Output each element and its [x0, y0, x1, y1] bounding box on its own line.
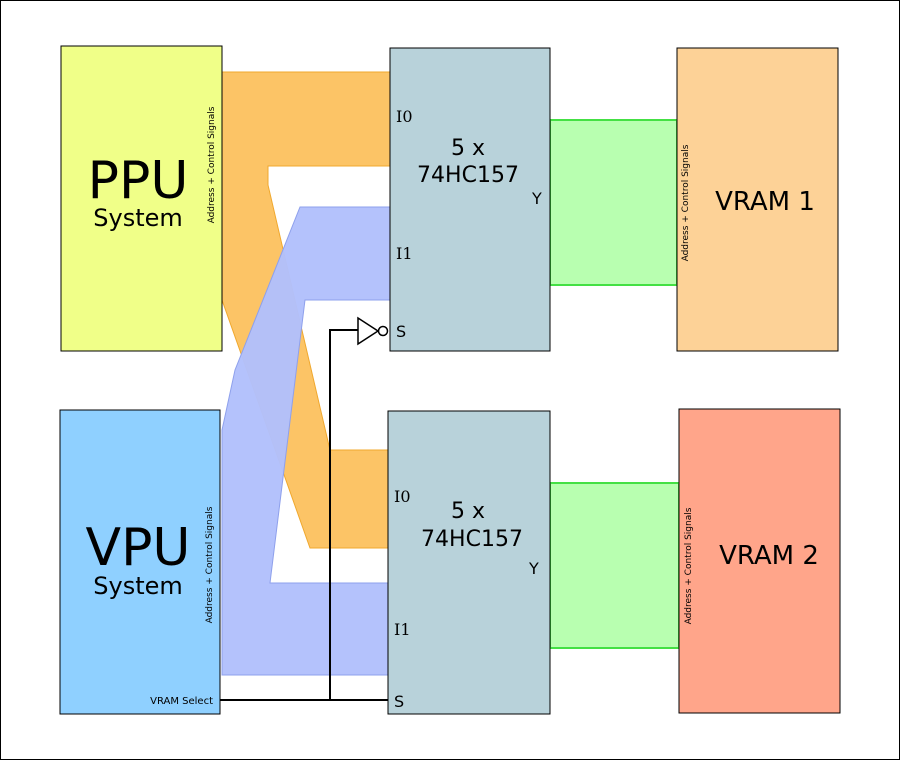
vram2-block: VRAM 2 Address + Control Signals [678, 408, 841, 714]
mux-top-in1: I1 [396, 244, 413, 263]
ppu-system-block: PPU System Address + Control Signals [60, 45, 223, 352]
vram1-block: VRAM 1 Address + Control Signals [676, 47, 839, 352]
mux-bottom-sel: S [394, 692, 404, 711]
inverter-icon [357, 316, 389, 346]
mux-bottom-in0: I0 [394, 487, 411, 506]
ppu-side-label: Address + Control Signals [207, 106, 217, 223]
vpu-system-block: VPU System Address + Control Signals VRA… [59, 409, 221, 715]
mux-bottom-count: 5 x [451, 499, 485, 524]
vram1-title: VRAM 1 [715, 187, 815, 217]
ppu-subtitle: System [93, 204, 183, 232]
mux-top-count: 5 x [451, 136, 485, 161]
mux-bottom-block: 5 x 74HC157 I0 I1 S Y [387, 410, 551, 715]
vpu-subtitle: System [93, 572, 183, 600]
mux-bottom-out: Y [528, 559, 539, 578]
mux-top-part: 74HC157 [417, 163, 519, 188]
vram-select-label: VRAM Select [150, 696, 213, 707]
vram2-title: VRAM 2 [719, 541, 819, 571]
select-wiring [220, 329, 390, 701]
vpu-side-label: Address + Control Signals [205, 506, 215, 623]
mux-top-block: 5 x 74HC157 I0 I1 S Y [389, 47, 551, 352]
mux-top-sel: S [396, 322, 406, 341]
mux-top-in0: I0 [396, 107, 413, 126]
vram2-bus [549, 482, 680, 649]
vram1-bus [549, 119, 678, 286]
mux-bottom-part: 74HC157 [421, 527, 523, 552]
mux-top-out: Y [531, 189, 542, 208]
vram2-side-label: Address + Control Signals [684, 507, 694, 624]
ppu-title: PPU [88, 151, 189, 211]
mux-bottom-in1: I1 [394, 620, 411, 639]
vpu-title: VPU [86, 518, 191, 578]
vram1-side-label: Address + Control Signals [681, 144, 691, 261]
